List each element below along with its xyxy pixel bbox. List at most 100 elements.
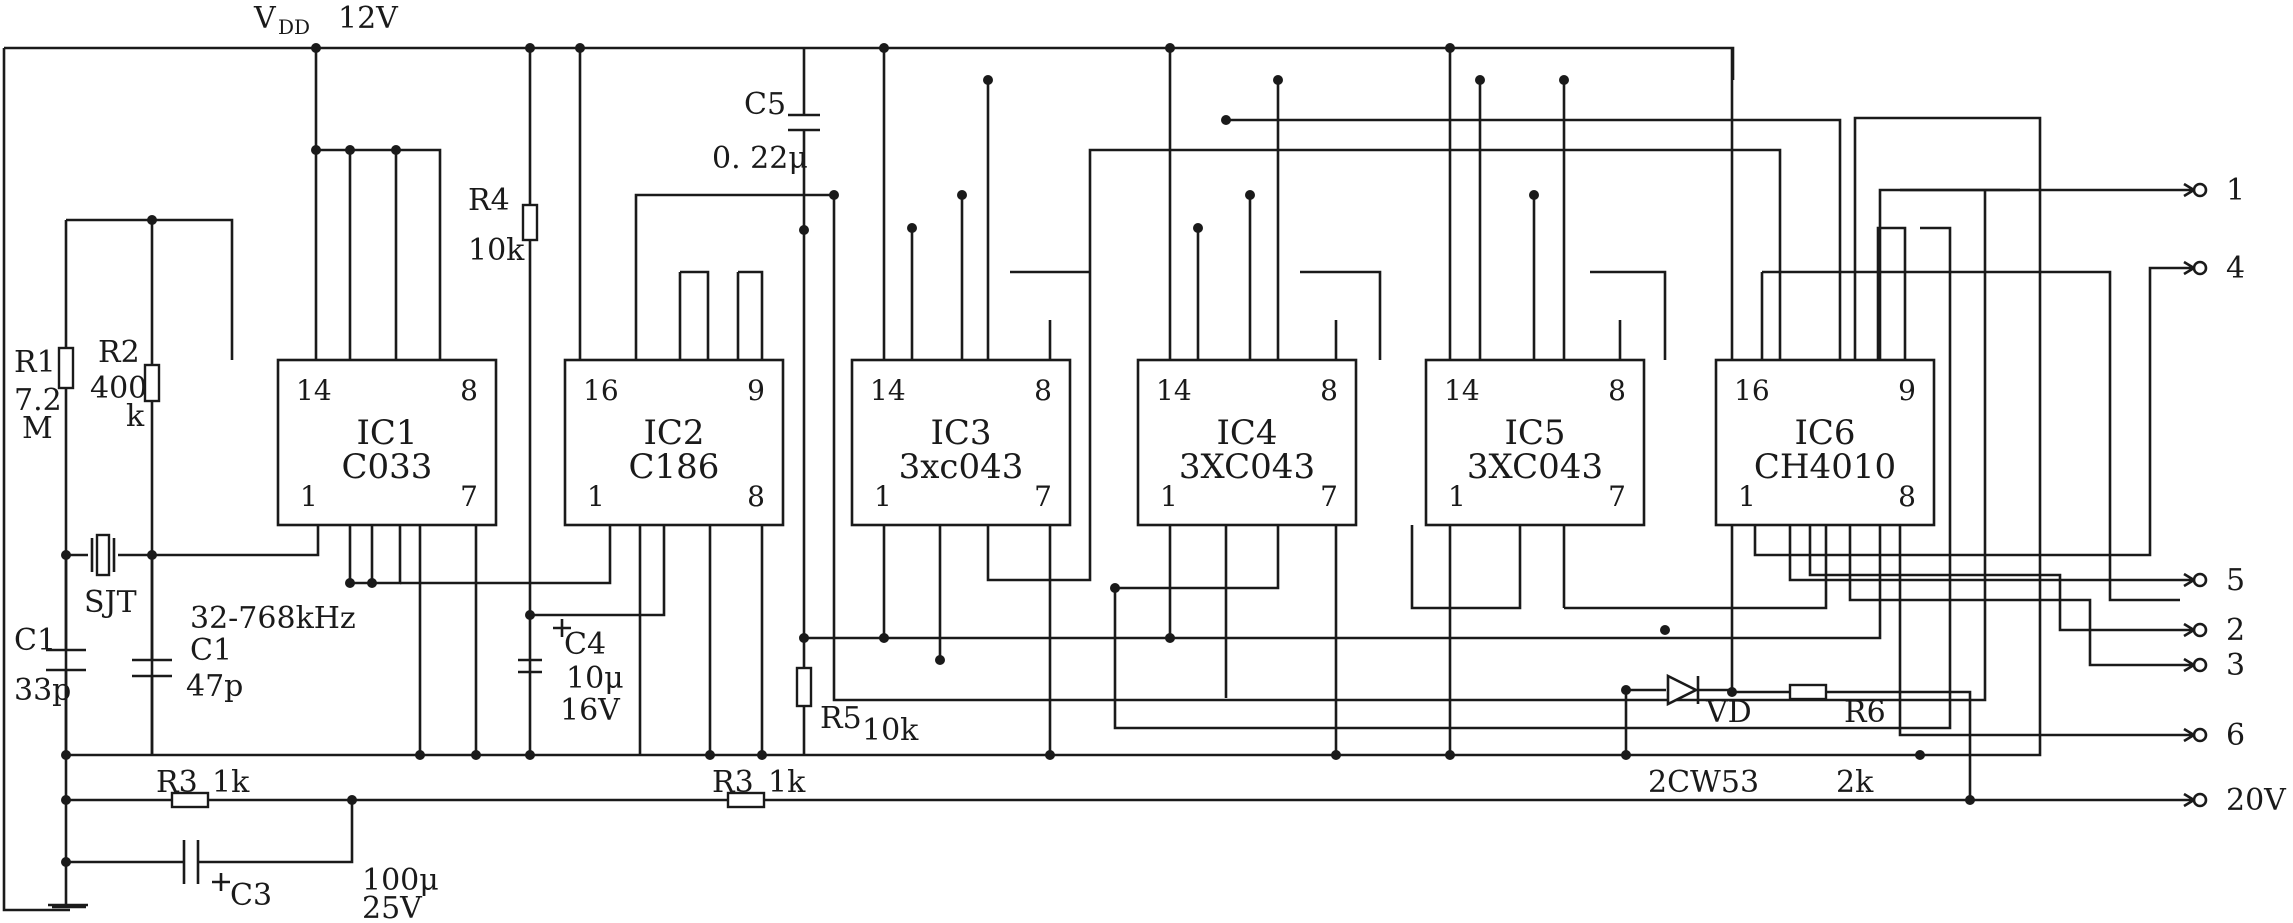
- junction-dot: [1915, 750, 1925, 760]
- c1a-name: C1: [14, 623, 56, 658]
- output-terminal-4: 2: [2180, 613, 2245, 648]
- r1-name: R1: [14, 345, 56, 380]
- ic1-part: C033: [342, 447, 433, 487]
- c4-name: C4: [564, 627, 606, 662]
- ic1-pin-top-right: 8: [460, 374, 478, 407]
- r6-branch: [1732, 690, 1972, 800]
- c3-value-b: 25V: [362, 891, 423, 923]
- ic3-pin-top-right: 8: [1034, 374, 1052, 407]
- junction-dot: [1621, 750, 1631, 760]
- ic6-pin-top-left: 16: [1734, 374, 1770, 407]
- c3-capacitor: [66, 800, 354, 891]
- ic4-wiring: [1113, 48, 1952, 755]
- junction-dot: [1660, 625, 1670, 635]
- c5-name: C5: [744, 87, 786, 122]
- junction-dot: [1475, 75, 1485, 85]
- ic1-pin-top-left: 14: [296, 374, 332, 407]
- ic1-pin-bottom-left: 1: [300, 480, 318, 513]
- ic3-pin-top-left: 14: [870, 374, 906, 407]
- output-terminal-5: 3: [2180, 648, 2245, 683]
- junction-dot: [1445, 750, 1455, 760]
- r5-value: 10k: [862, 713, 919, 748]
- c4-value-a: 10μ: [566, 661, 624, 696]
- r4-resistor: [521, 203, 539, 242]
- r2-value-a: 400: [90, 371, 147, 406]
- ic2-wiring: [578, 48, 764, 755]
- terminal-ring: [2192, 727, 2208, 743]
- terminal-ring: [2192, 792, 2208, 808]
- ic5-body: [1424, 358, 1646, 527]
- junction-dot: [1445, 43, 1455, 53]
- output-terminal-6: 6: [2180, 718, 2245, 753]
- r4-value: 10k: [468, 233, 525, 268]
- ic3-pin-bottom-left: 1: [874, 480, 892, 513]
- terminal-label: 20V: [2226, 783, 2287, 818]
- output-terminal-1: 1: [2180, 173, 2245, 208]
- c1-capacitor-47p: [132, 555, 172, 755]
- junction-dot: [1965, 795, 1975, 805]
- junction-dot: [1621, 685, 1631, 695]
- junction-dot: [1559, 75, 1569, 85]
- r6-resistor: [1788, 683, 1828, 701]
- r1-value-b: M: [22, 411, 53, 446]
- diode-part: 2CW53: [1648, 765, 1759, 800]
- ic6-name: IC6: [1794, 413, 1855, 453]
- output-terminal-7: 20V: [2180, 783, 2287, 818]
- terminal-ring: [2192, 260, 2208, 276]
- r1-value-a: 7.2: [14, 383, 62, 418]
- terminal-label: 1: [2226, 173, 2245, 208]
- vdd-subscript: DD: [278, 15, 310, 39]
- junction-dot: [1727, 687, 1737, 697]
- terminal-ring: [2192, 657, 2208, 673]
- ic1-wiring: [314, 48, 478, 755]
- ic2-name: IC2: [643, 413, 704, 453]
- junction-dot: [799, 225, 809, 235]
- ic5-pin-top-right: 8: [1608, 374, 1626, 407]
- ic4-body: [1136, 358, 1358, 527]
- c1b-value: 47p: [186, 669, 243, 704]
- ic2-body: [563, 358, 785, 527]
- junction-dot: [879, 633, 889, 643]
- c3-value-a: 100μ: [362, 863, 439, 898]
- ic2-part: C186: [629, 447, 720, 487]
- ic3-name: IC3: [930, 413, 991, 453]
- junction-dot: [525, 43, 535, 53]
- junction-dot: [61, 857, 71, 867]
- c1-capacitor-33p: [46, 648, 86, 672]
- junction-dot: [147, 550, 157, 560]
- ic3-body: [850, 358, 1072, 527]
- junction-dot: [1165, 633, 1175, 643]
- crystal-sjt: [90, 533, 116, 577]
- ic1-name: IC1: [356, 413, 417, 453]
- junction-dot: [879, 43, 889, 53]
- ic4-pin-bottom-left: 1: [1160, 480, 1178, 513]
- c4-value-b: 16V: [560, 693, 621, 728]
- junction-dot: [311, 43, 321, 53]
- junction-dot: [61, 795, 71, 805]
- ic6-wiring: [1753, 226, 2180, 737]
- ic6-body: [1714, 358, 1936, 527]
- junction-dot: [311, 145, 321, 155]
- ic4-pin-top-right: 8: [1320, 374, 1338, 407]
- junction-dot: [61, 550, 71, 560]
- terminal-label: 3: [2226, 648, 2245, 683]
- junction-dot: [1110, 583, 1120, 593]
- r3a-name: R3: [156, 765, 198, 800]
- ic6-pin-top-right: 9: [1898, 374, 1916, 407]
- junction-dot: [983, 75, 993, 85]
- r3b-value: 1k: [768, 765, 806, 800]
- c5-value: 0. 22μ: [712, 141, 808, 176]
- ic4-part: 3XC043: [1179, 447, 1315, 487]
- output-terminal-3: 5: [2180, 563, 2245, 598]
- r5-name: R5: [820, 701, 862, 736]
- junction-dot: [415, 750, 425, 760]
- ic2-pin-bottom-right: 8: [747, 480, 765, 513]
- diode-name: VD: [1705, 695, 1752, 730]
